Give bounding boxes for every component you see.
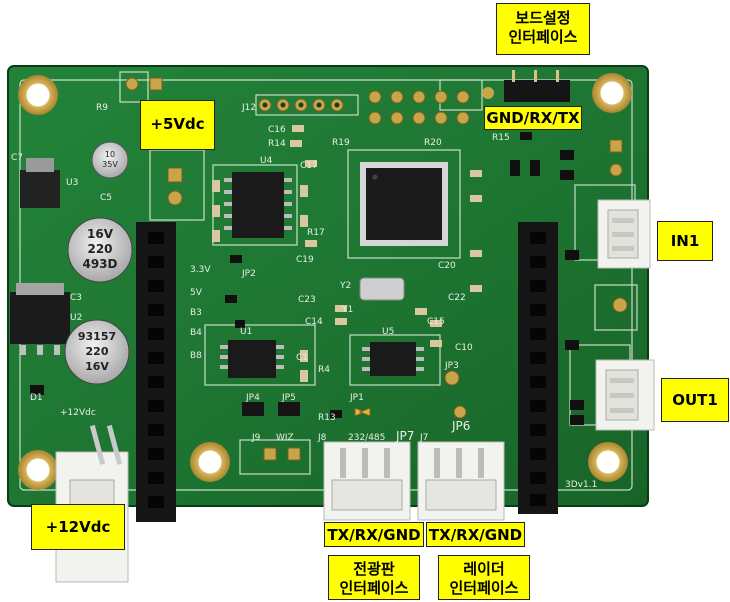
svg-text:16V: 16V <box>87 227 114 241</box>
in1-text: IN1 <box>670 232 700 250</box>
svg-text:C10: C10 <box>455 343 473 353</box>
svg-text:JP5: JP5 <box>281 393 296 403</box>
svg-text:J12: J12 <box>241 103 256 113</box>
callout-radar-interface: 레이더 인터페이스 <box>438 555 530 600</box>
svg-text:R14: R14 <box>268 139 286 149</box>
board-config-line1: 보드설정 <box>515 9 571 27</box>
svg-text:C7: C7 <box>11 153 23 163</box>
svg-text:JP7: JP7 <box>395 429 414 443</box>
svg-text:C22: C22 <box>448 293 466 303</box>
svg-text:J7: J7 <box>419 433 428 443</box>
svg-text:C3: C3 <box>70 293 82 303</box>
svg-text:220: 220 <box>87 242 112 256</box>
jtag-pad-grid <box>368 90 470 125</box>
svg-text:U2: U2 <box>70 313 82 323</box>
radar-if-line1: 레이더 <box>463 560 505 578</box>
u4-chip <box>224 172 292 238</box>
svg-text:R17: R17 <box>307 228 325 238</box>
svg-text:C17: C17 <box>300 161 318 171</box>
svg-text:JP1: JP1 <box>349 393 364 403</box>
svg-text:J9: J9 <box>251 433 261 443</box>
board-config-line2: 인터페이스 <box>508 28 578 46</box>
svg-text:5V: 5V <box>190 288 203 298</box>
svg-text:93157: 93157 <box>78 330 116 343</box>
callout-txrxgnd-left: TX/RX/GND <box>324 522 424 547</box>
svg-text:U5: U5 <box>382 327 394 337</box>
svg-text:Y1: Y1 <box>341 305 353 315</box>
right-female-header <box>518 222 558 514</box>
svg-text:C15: C15 <box>427 317 445 327</box>
electrolytic-capacitors: 10 35V 16V 220 493D 93157 220 16V <box>64 141 133 385</box>
svg-text:3.3V: 3.3V <box>190 265 211 275</box>
callout-plus5vdc: +5Vdc <box>140 100 215 150</box>
svg-text:WIZ: WIZ <box>276 433 294 443</box>
callout-board-config: 보드설정 인터페이스 <box>496 3 590 55</box>
svg-text:J8: J8 <box>317 433 327 443</box>
voltage-regulators <box>10 158 70 355</box>
svg-text:U3: U3 <box>66 178 78 188</box>
microcontroller-chip <box>360 162 448 246</box>
callout-out1: OUT1 <box>661 378 729 422</box>
svg-text:220: 220 <box>86 345 109 358</box>
svg-text:R19: R19 <box>332 138 350 148</box>
crystal-y1 <box>359 277 405 301</box>
svg-text:U1: U1 <box>240 327 252 337</box>
gnd-rx-tx-text: GND/RX/TX <box>486 109 580 127</box>
svg-text:R9: R9 <box>96 103 108 113</box>
svg-text:JP6: JP6 <box>451 419 470 433</box>
callout-gnd-rx-tx: GND/RX/TX <box>484 106 582 130</box>
svg-text:B8: B8 <box>190 351 202 361</box>
display-if-line1: 전광판 <box>353 560 395 578</box>
out1-connector <box>595 359 655 431</box>
svg-text:16V: 16V <box>85 360 109 373</box>
svg-text:R15: R15 <box>492 133 510 143</box>
svg-text:10: 10 <box>105 150 115 159</box>
svg-text:35V: 35V <box>102 160 118 169</box>
plus12vdc-text: +12Vdc <box>45 518 111 536</box>
callout-txrxgnd-right: TX/RX/GND <box>426 522 525 547</box>
svg-text:232/485: 232/485 <box>348 433 385 443</box>
svg-text:B3: B3 <box>190 308 202 318</box>
svg-text:C1: C1 <box>296 353 308 363</box>
svg-text:Y2: Y2 <box>339 281 351 291</box>
plus5vdc-text: +5Vdc <box>150 115 205 133</box>
display-if-line2: 인터페이스 <box>339 579 409 597</box>
svg-text:C14: C14 <box>305 317 323 327</box>
svg-text:JP4: JP4 <box>245 393 260 403</box>
svg-text:C23: C23 <box>298 295 316 305</box>
svg-text:U4: U4 <box>260 156 273 166</box>
mounting-holes <box>18 73 632 490</box>
board-config-header <box>482 70 570 102</box>
svg-text:JP2: JP2 <box>241 269 256 279</box>
radar-if-line2: 인터페이스 <box>449 579 519 597</box>
svg-text:+12Vdc: +12Vdc <box>60 408 96 418</box>
svg-text:R13: R13 <box>318 413 336 423</box>
in1-connector <box>597 199 651 269</box>
svg-text:JP3: JP3 <box>444 361 459 371</box>
svg-text:C19: C19 <box>296 255 314 265</box>
txrxgnd-left-text: TX/RX/GND <box>327 526 421 544</box>
left-female-header <box>136 222 176 522</box>
svg-text:3Dv1.1: 3Dv1.1 <box>565 480 597 490</box>
svg-text:R4: R4 <box>318 365 330 375</box>
svg-text:B4: B4 <box>190 328 202 338</box>
j12-pin-row <box>255 94 359 116</box>
callout-display-interface: 전광판 인터페이스 <box>328 555 420 600</box>
callout-plus12vdc: +12Vdc <box>31 504 125 550</box>
u5-chip <box>362 342 424 376</box>
svg-text:493D: 493D <box>82 257 117 271</box>
radar-connector <box>417 441 505 521</box>
callout-in1: IN1 <box>657 221 713 261</box>
svg-text:R20: R20 <box>424 138 442 148</box>
svg-text:D1: D1 <box>30 393 43 403</box>
txrxgnd-right-text: TX/RX/GND <box>428 526 523 544</box>
u1-chip <box>220 340 284 378</box>
display-connector <box>323 441 411 521</box>
svg-text:C16: C16 <box>268 125 286 135</box>
svg-text:C5: C5 <box>100 193 112 203</box>
svg-text:C20: C20 <box>438 261 456 271</box>
out1-text: OUT1 <box>672 391 718 409</box>
